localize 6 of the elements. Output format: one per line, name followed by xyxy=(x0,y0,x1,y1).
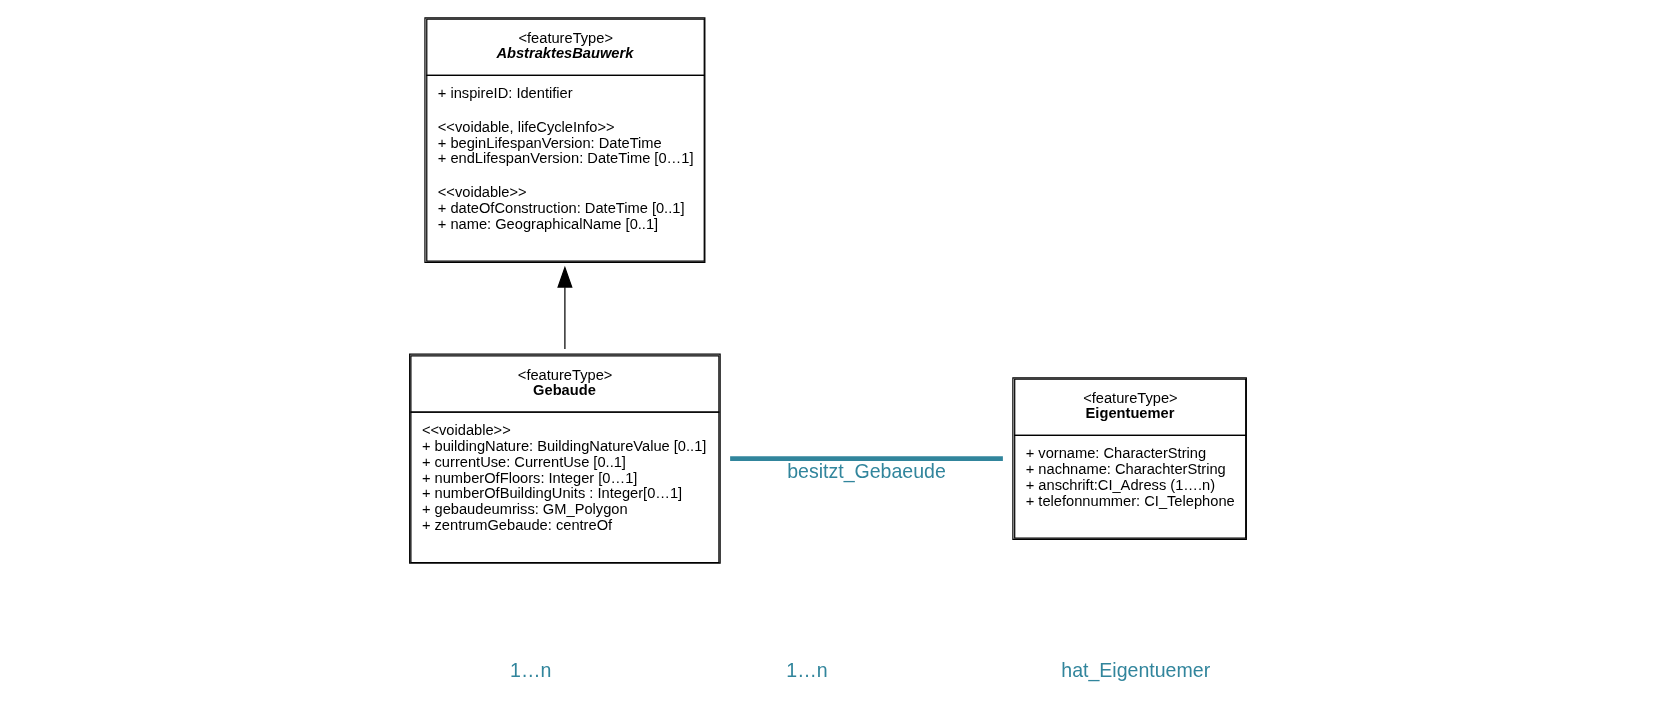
label: hat_Eigentuemer xyxy=(1061,658,1211,681)
label: 1…n xyxy=(510,658,552,681)
connector xyxy=(730,456,1003,462)
label: 1…n xyxy=(786,658,828,681)
edge-label: besitzt_Gebaeude xyxy=(787,459,946,482)
arrow xyxy=(557,265,573,350)
